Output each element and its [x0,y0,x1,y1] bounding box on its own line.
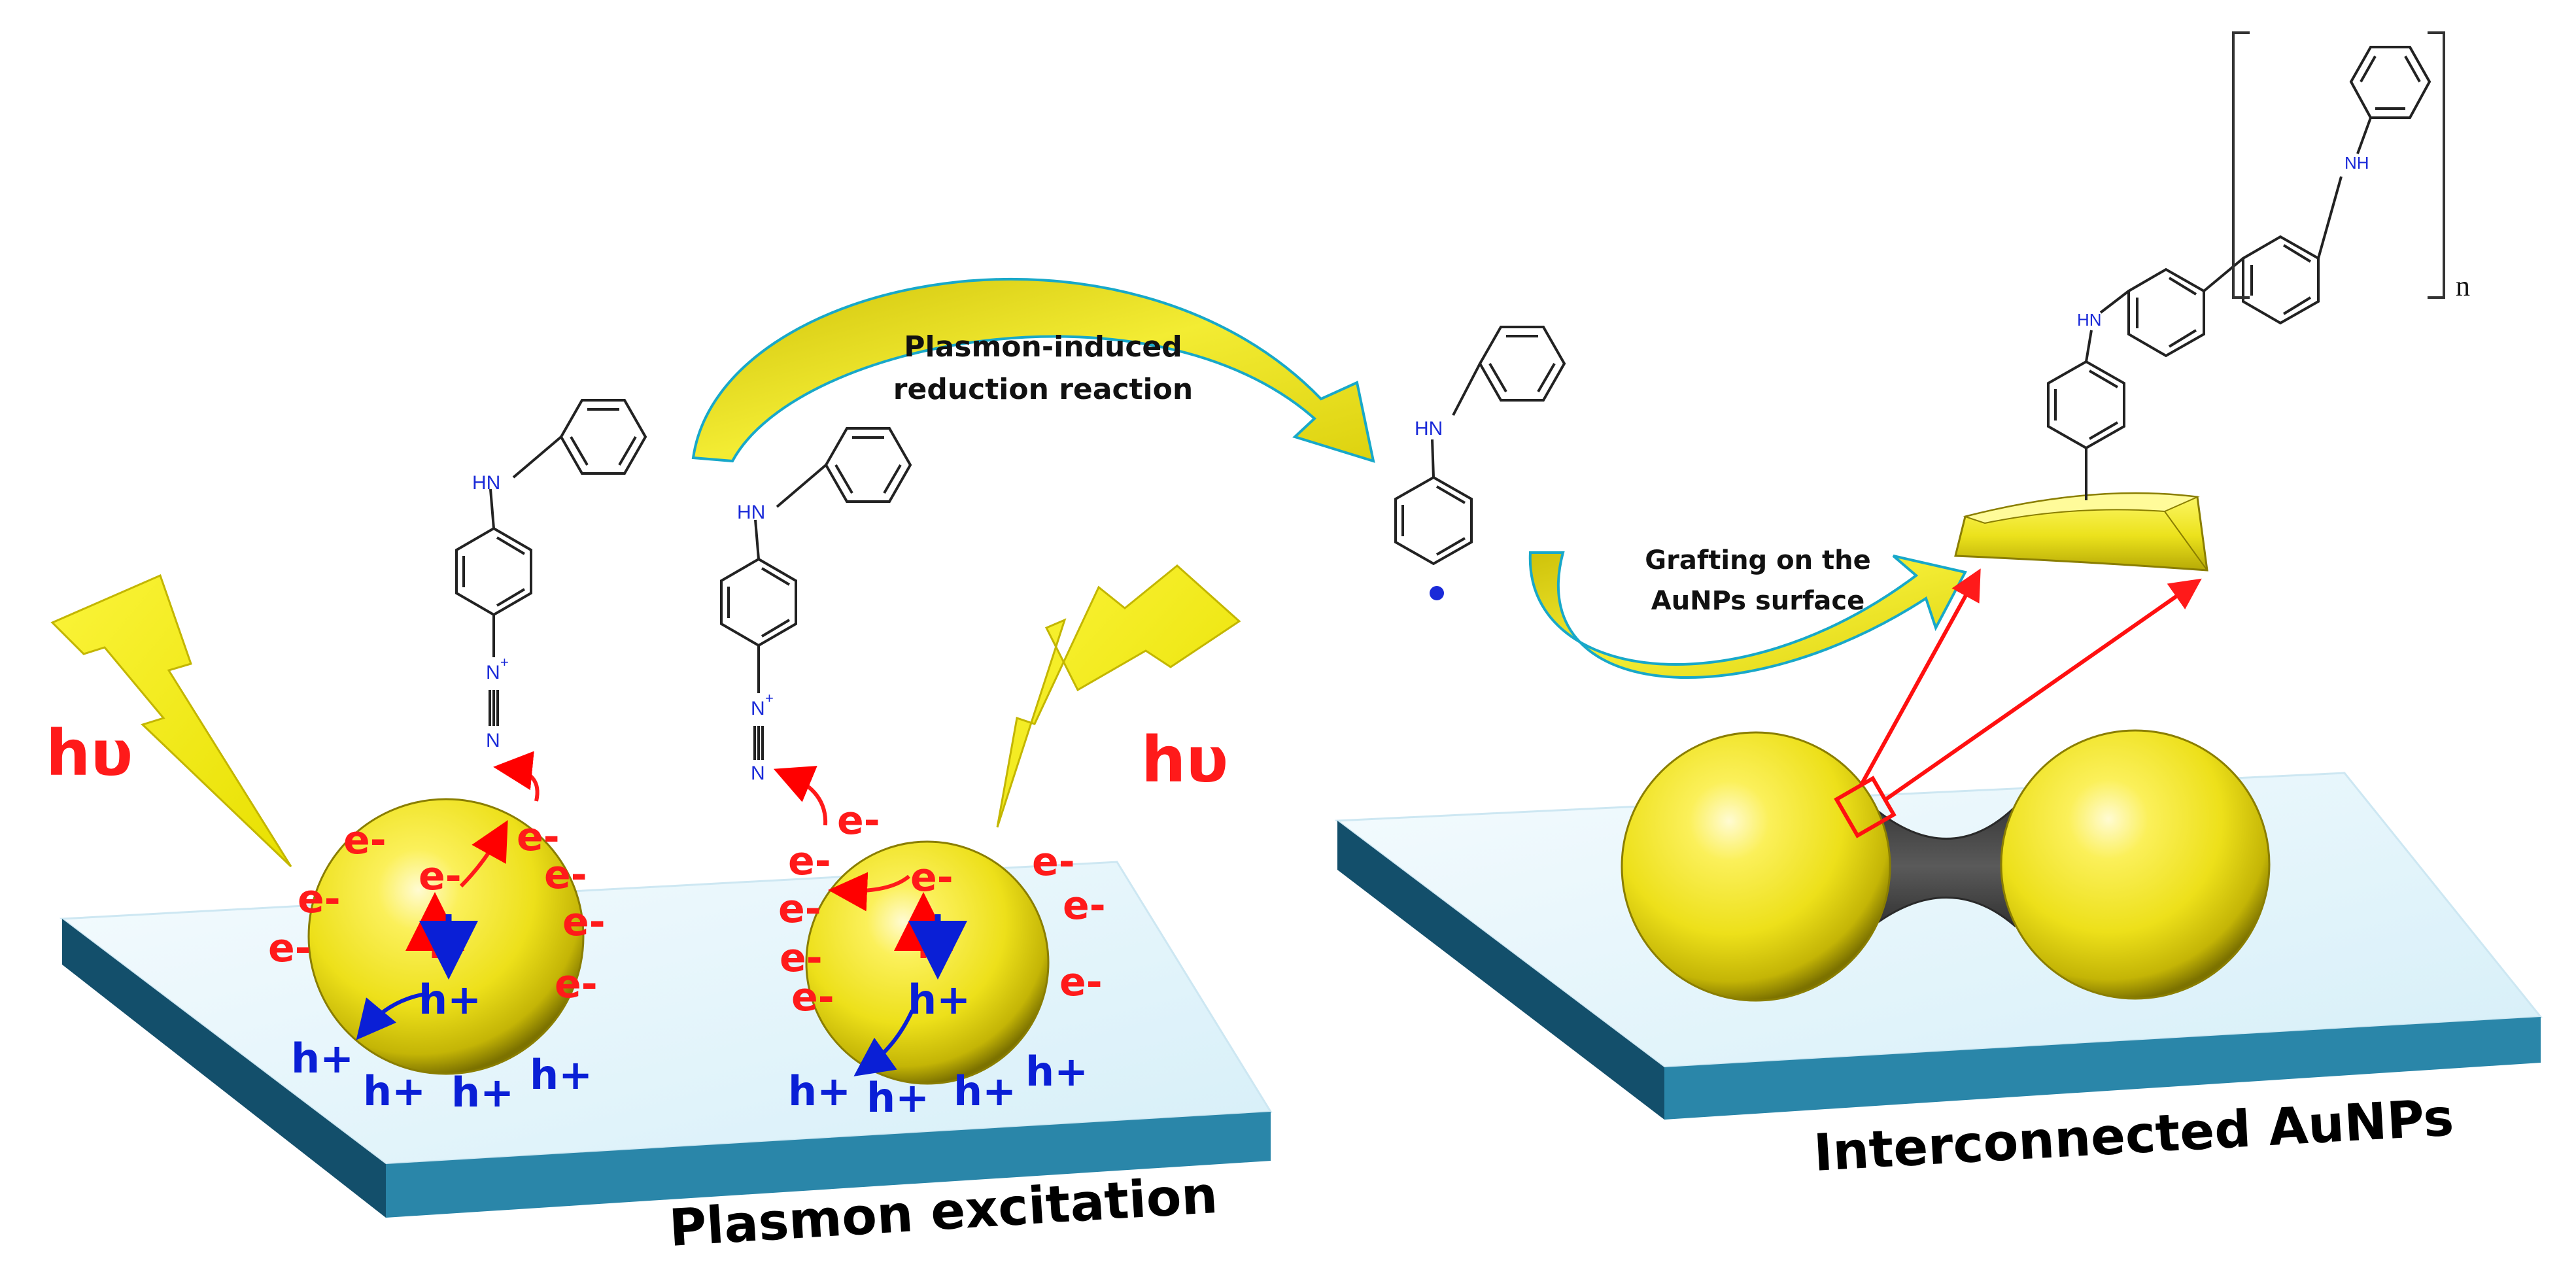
electron-to-diazonium-arrow-middle [773,766,828,826]
diazonium-n-plus-label-middle: N [751,698,765,719]
charge-separation-left [405,892,478,980]
substrate-right-front [1664,1017,2541,1120]
diazonium-n-label-left: N [486,730,500,751]
electron-label: e- [1063,883,1106,929]
electron-transfer-arrow [459,820,508,888]
reduction-label-line2: reduction reaction [893,373,1193,406]
grafting-curved-arrow [1528,551,1967,679]
electrons-left: e- e- e- e- e- e- e- e- [268,814,606,1007]
electrons-middle: e- e- e- e- e- e- e- e- e- [778,798,1106,1020]
electron-label: e- [562,899,606,945]
reduction-label-line1: Plasmon-induced [904,330,1182,364]
substrate-left-side [62,919,386,1218]
diazonium-molecule-middle [720,427,912,760]
hv-label-right: hυ [1141,723,1228,797]
substrate-right [1334,772,2543,1120]
electron-label: e- [837,798,880,844]
zoom-pointer-left [1859,568,1981,787]
amine-label-radical: HN [1415,418,1443,439]
zoom-region-box [1834,776,1897,838]
zoom-pointer-right [1885,578,2202,801]
electron-label: e- [910,855,953,901]
lightning-bolt-right-icon [996,564,1241,828]
repeat-bracket-right [2428,31,2445,299]
repeat-bracket-left [2232,31,2250,299]
gold-nanoparticle-pair-left [1621,731,1891,1002]
hole-label: h+ [530,1051,592,1099]
polyaniline-chain [2047,46,2431,500]
substrate-right-top [1334,772,2543,1069]
gold-nanoparticle-pair-right [2000,729,2271,1000]
gold-surface-section [1954,492,2208,572]
hole-label: h+ [908,976,970,1023]
repeat-count-label: n [2456,270,2470,302]
reduction-curved-arrow [691,277,1375,463]
lightning-bolt-left-icon [50,574,292,868]
holes: h+ h+ h+ h+ h+ h+ h+ h+ h+ h+ [291,976,1088,1122]
hole-transfer-arrow-middle [853,1009,914,1076]
diazonium-n-label-middle: N [751,763,765,784]
hv-label-left: hυ [46,717,133,790]
amine-label-left: HN [472,472,500,494]
electron-label: e- [343,817,386,863]
hole-label: h+ [788,1067,851,1115]
radical-dot [1430,586,1444,600]
electron-label: e- [544,852,587,898]
hole-label: h+ [867,1074,929,1122]
electron-label: e- [788,838,831,884]
electron-label: e- [517,814,560,860]
electron-label: e- [419,853,462,899]
diazonium-molecule-left [455,399,647,726]
charge-separation-middle [894,892,967,980]
electron-transfer-arrow-middle [828,872,910,912]
substrate-right-side [1337,821,1664,1120]
hole-label: h+ [291,1035,354,1082]
aryl-radical-molecule [1394,326,1566,566]
grafting-label-line1: Grafting on the [1645,545,1870,575]
amine-label-chain: HN [2077,310,2102,330]
substrate-left-front [386,1112,1271,1218]
electron-label: e- [778,886,821,932]
hole-label: h+ [953,1067,1016,1115]
plus-label: + [500,654,509,670]
electron-label: e- [268,925,311,971]
hole-label: h+ [363,1067,426,1115]
hole-label: h+ [1025,1048,1088,1095]
electron-label: e- [791,974,834,1020]
electron-to-diazonium-arrow-left [493,751,540,802]
electron-label: e- [780,935,823,981]
amine-label-middle: HN [737,502,765,523]
hole-label: h+ [419,976,481,1023]
electron-label: e- [1059,959,1103,1005]
diazonium-n-plus-label-left: N [486,662,500,683]
electron-label: e- [555,961,598,1007]
grafting-label-line2: AuNPs surface [1651,586,1865,616]
amine-label-chain-upper: NH [2344,153,2369,173]
hole-label: h+ [451,1069,514,1116]
hole-transfer-arrow-left [356,992,426,1040]
plus-label: + [765,690,774,706]
electron-label: e- [298,876,341,922]
electron-label: e- [1032,839,1075,885]
